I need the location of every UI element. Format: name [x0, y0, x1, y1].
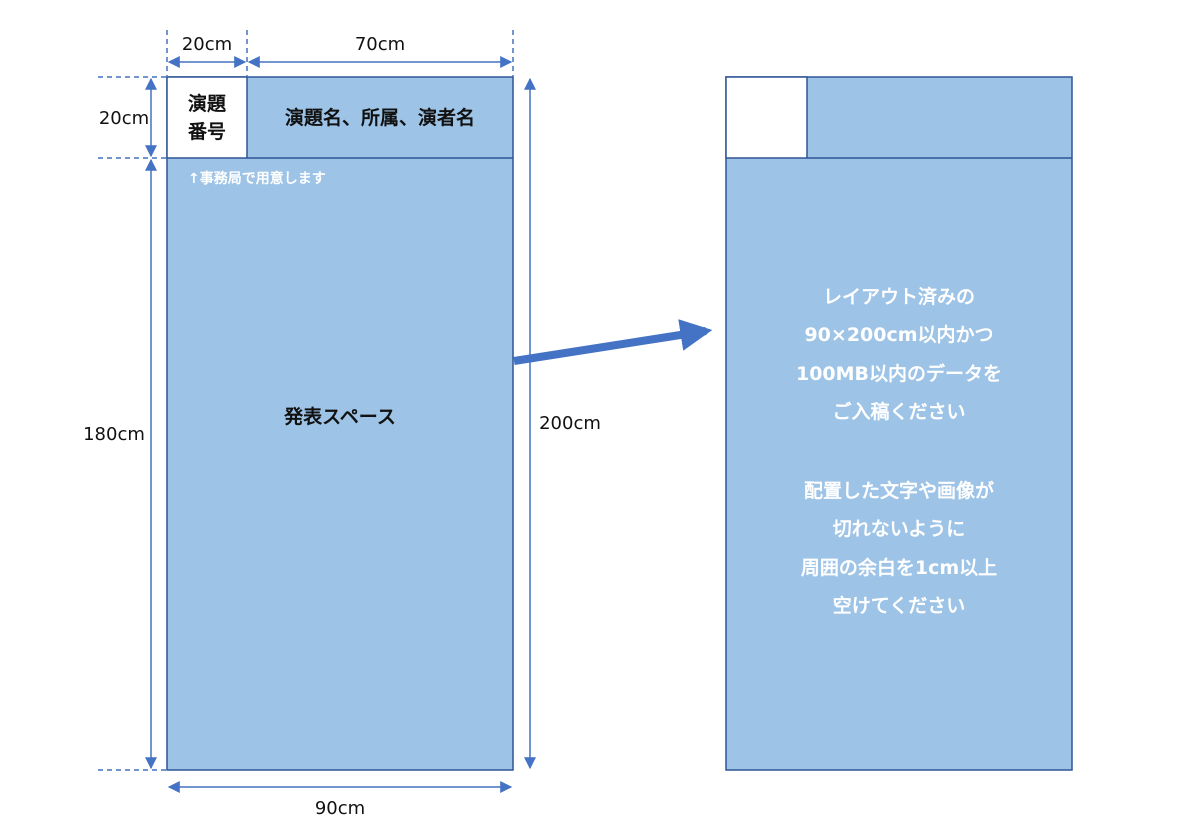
number-box-line2: 番号 [187, 121, 226, 143]
instruction-line-8: 周囲の余白を1cm以上 [801, 556, 997, 579]
instruction-line-2: 90×200cm以内かつ [804, 323, 993, 346]
transition-arrow [513, 319, 713, 365]
instruction-line-6: 配置した文字や画像が [804, 479, 994, 502]
instruction-line-7: 切れないように [833, 518, 966, 540]
instruction-line-1: レイアウト済みの [823, 285, 975, 308]
dim-label-20cm-height: 20cm [99, 108, 149, 129]
dimension-labels: 20cm 70cm 20cm 180cm 200cm 90cm [83, 34, 601, 819]
number-box-line1: 演題 [188, 92, 227, 115]
title-box-label: 演題名、所属、演者名 [285, 106, 475, 129]
dim-label-90cm-width: 90cm [315, 798, 365, 819]
dimension-lines [98, 30, 536, 793]
left-panel: 演題 番号 演題名、所属、演者名 ↑事務局で用意します 発表スペース [166, 76, 514, 771]
dim-label-20cm-width: 20cm [182, 34, 232, 55]
presentation-space-label: 発表スペース [283, 405, 396, 428]
instruction-line-3: 100MB以内のデータを [796, 362, 1002, 385]
right-panel: レイアウト済みの 90×200cm以内かつ 100MB以内のデータを ご入稿くだ… [725, 76, 1073, 771]
body-area [166, 76, 514, 771]
dim-label-70cm-width: 70cm [355, 34, 405, 55]
right-number-box [725, 76, 808, 159]
dim-label-200cm-height: 200cm [539, 413, 601, 434]
right-body-area [725, 76, 1073, 771]
instruction-line-4: ご入稿ください [832, 400, 965, 423]
number-box [166, 76, 248, 159]
secretariat-note: ↑事務局で用意します [188, 170, 326, 187]
instruction-line-9: 空けてください [833, 594, 965, 617]
dim-label-180cm-height: 180cm [83, 424, 145, 445]
